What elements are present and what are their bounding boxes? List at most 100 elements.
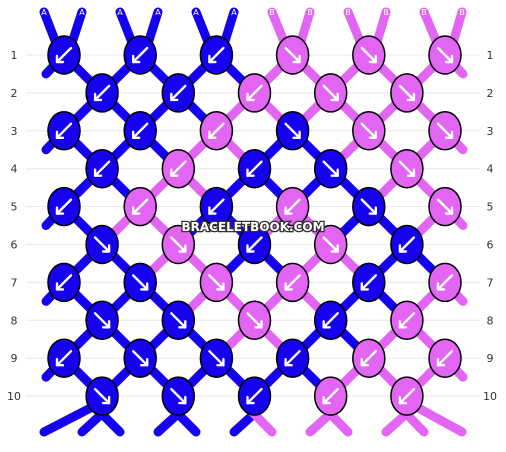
thread-segment [143, 7, 163, 48]
arrow-down-left-icon [284, 198, 301, 215]
knot [275, 35, 310, 75]
knot [85, 300, 119, 341]
arrow-head [139, 358, 149, 367]
arrow-head [101, 244, 111, 253]
knot [85, 376, 119, 416]
strand-label-bottom: A [231, 436, 237, 445]
knot [352, 186, 386, 227]
knot [161, 376, 196, 416]
arrow-down-right-icon [322, 236, 339, 253]
thread-segment [191, 7, 213, 48]
arrow-down-left-icon [246, 84, 263, 102]
arrow-head [444, 130, 454, 140]
arrow-down-left-icon [55, 350, 73, 367]
arrow-down-right-icon [93, 312, 111, 329]
row-label-right: 10 [483, 390, 497, 403]
strand-label-bottom: A [79, 436, 85, 445]
arrow-head [131, 54, 141, 64]
arrow-down-left-icon [246, 160, 263, 177]
knot [390, 300, 424, 341]
arrow-down-left-icon [322, 387, 339, 405]
strand-label-bottom: B [307, 436, 313, 445]
thread-segment [219, 7, 239, 48]
knot [352, 338, 386, 378]
arrow-down-left-icon [93, 160, 111, 177]
row-label-right: 5 [487, 201, 494, 214]
knot [85, 73, 119, 113]
arrow-head [55, 206, 65, 215]
knot [428, 111, 462, 151]
arrow-head [406, 92, 416, 102]
arrow-head [406, 168, 416, 177]
arrow-down-left-icon [360, 274, 377, 291]
arrow-down-left-icon [170, 84, 187, 102]
arrow-down-right-icon [284, 122, 301, 140]
knot [85, 224, 119, 265]
arrow-head [93, 168, 103, 177]
knot [428, 262, 462, 303]
arrow-down-left-icon [131, 46, 149, 64]
thread-segment [115, 7, 137, 48]
arrow-down-left-icon [284, 274, 301, 291]
arrow-down-right-icon [170, 236, 187, 253]
arrow-down-left-icon [93, 84, 111, 102]
knot [275, 262, 310, 303]
arrow-head [216, 282, 225, 291]
strand-label-top: B [421, 8, 427, 17]
thread-segment [448, 7, 467, 48]
arrow-down-right-icon [436, 46, 454, 64]
row-label-right: 9 [487, 352, 494, 365]
knot [161, 300, 196, 341]
knot [199, 262, 234, 303]
arrow-down-left-icon [284, 350, 301, 367]
arrow-down-right-icon [436, 122, 454, 140]
arrow-head [178, 320, 187, 329]
knot [47, 186, 81, 227]
strand-label-bottom: B [269, 436, 275, 445]
row-label-right: 6 [487, 239, 494, 252]
knot [199, 338, 234, 378]
thread-segment [39, 401, 99, 437]
thread-segment [39, 7, 61, 48]
strand-label-top: B [383, 8, 389, 17]
arrow-head [292, 54, 301, 64]
thread-segment [410, 401, 467, 437]
knot [161, 224, 196, 265]
row-label-right: 3 [487, 125, 494, 138]
knot [47, 338, 81, 378]
knot [123, 35, 157, 75]
arrow-head [101, 320, 111, 329]
strand-label-bottom: B [459, 436, 465, 445]
arrow-head [436, 282, 446, 291]
arrow-down-left-icon [246, 387, 263, 405]
arrow-head [368, 130, 377, 140]
arrow-head [360, 358, 369, 367]
arrow-down-left-icon [131, 198, 149, 215]
arrow-head [246, 168, 255, 177]
knot [428, 35, 462, 75]
strand-label-top: B [307, 8, 313, 17]
knot [313, 300, 348, 341]
row-label-left: 8 [11, 314, 18, 327]
strand-label-top: B [459, 8, 465, 17]
knot [237, 376, 272, 416]
arrow-down-left-icon [436, 350, 454, 367]
arrow-down-right-icon [398, 84, 416, 102]
arrow-down-right-icon [131, 350, 149, 367]
strand-label-bottom: A [117, 436, 123, 445]
watermark: BRACELETBOOK.COM [181, 220, 324, 234]
row-label-left: 2 [11, 87, 18, 100]
thread-segment [296, 7, 315, 48]
strand-label-bottom: A [41, 436, 47, 445]
strand-label-bottom: A [155, 436, 161, 445]
row-label-right: 2 [487, 87, 494, 100]
arrow-head [178, 395, 187, 405]
strand-label-top: A [117, 8, 123, 17]
arrow-head [178, 244, 187, 253]
arrow-head [254, 320, 263, 329]
arrow-down-right-icon [170, 387, 187, 405]
arrow-head [246, 92, 255, 102]
strand-label-top: A [231, 8, 237, 17]
arrow-head [55, 282, 65, 291]
strand-label-top: A [79, 8, 85, 17]
